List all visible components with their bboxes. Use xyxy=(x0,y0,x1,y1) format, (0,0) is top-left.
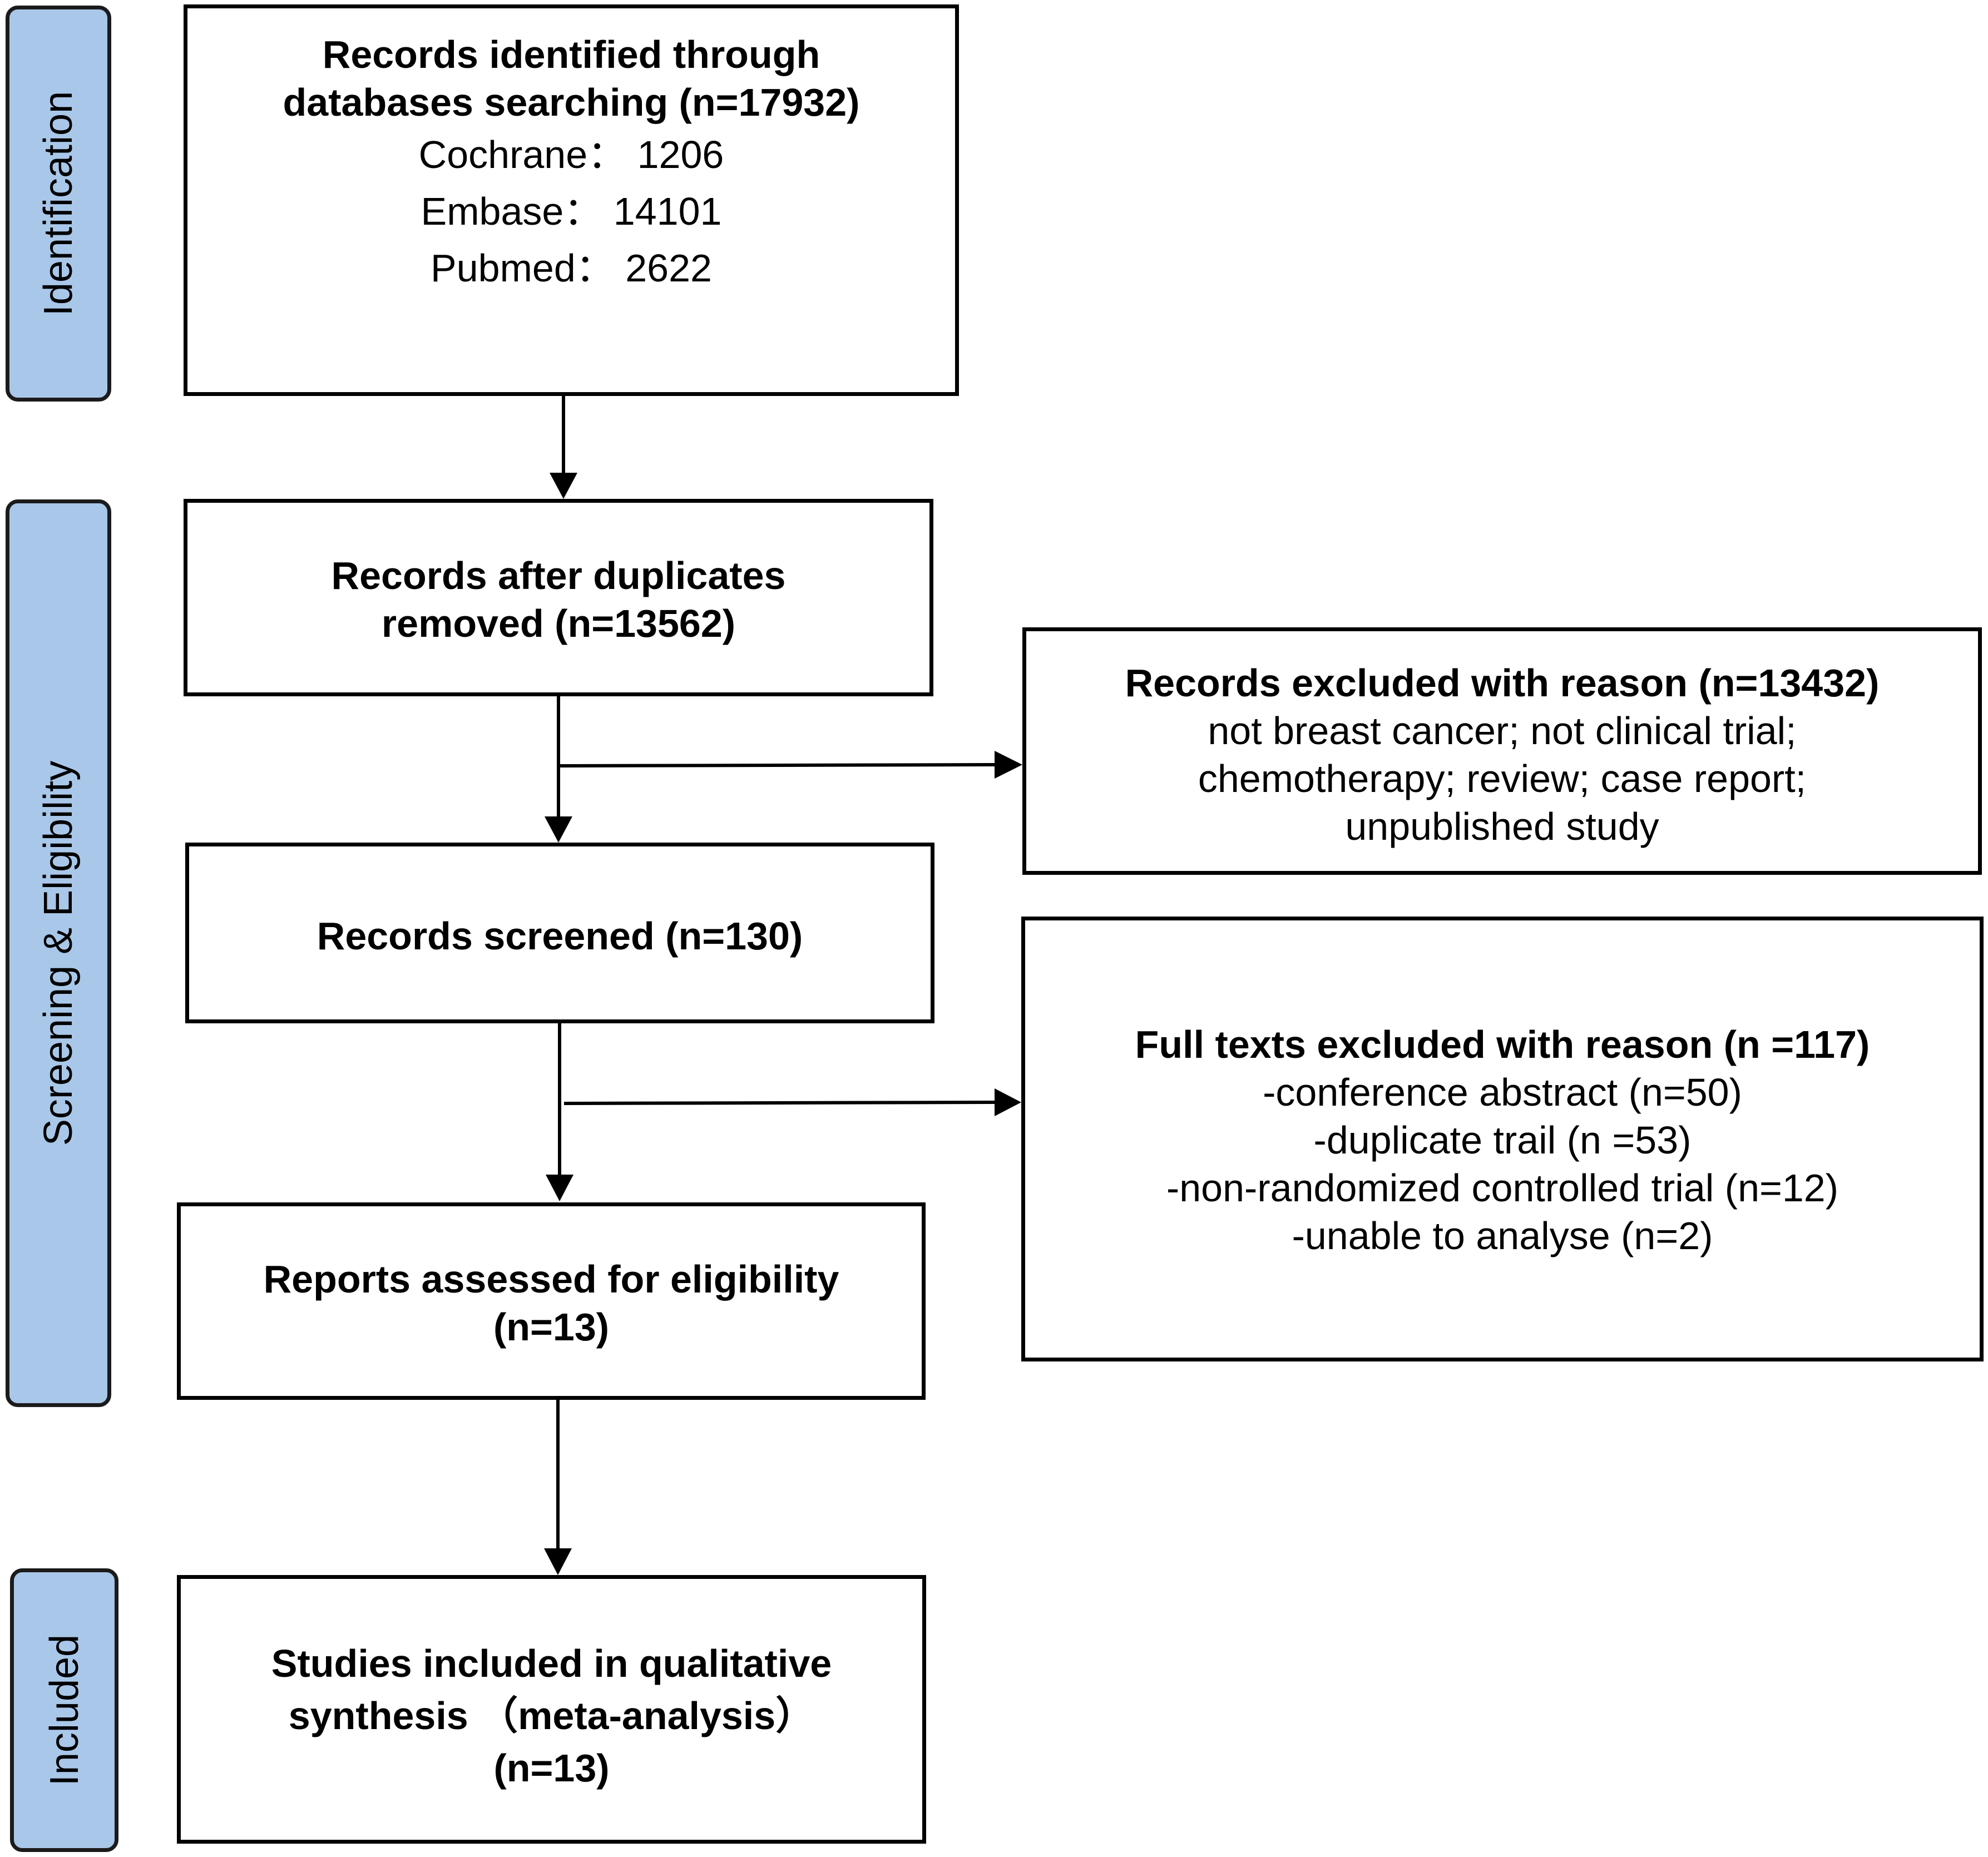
box-duplicates-removed: Records after duplicates removed (n=1356… xyxy=(184,499,933,696)
arrowhead xyxy=(995,751,1022,779)
box-fulltext-excluded: Full texts excluded with reason (n =117)… xyxy=(1021,917,1984,1361)
arrowhead xyxy=(550,473,577,499)
source-embase: Embase： 14101 xyxy=(421,190,722,233)
source-pubmed: Pubmed： 2622 xyxy=(431,246,712,290)
duplicates-line1: Records after duplicates xyxy=(331,554,786,597)
source-cochrane: Cochrane： 1206 xyxy=(418,133,724,176)
phase-screening-eligibility: Screening & Eligibility xyxy=(6,499,111,1407)
fulltext-reason-line: -duplicate trail (n =53) xyxy=(1313,1118,1692,1162)
screened-title: Records screened (n=130) xyxy=(317,914,803,958)
arrowhead xyxy=(545,816,572,843)
included-line2: synthesis （meta-analysis） xyxy=(288,1694,815,1737)
box-records-identified: Records identified through databases sea… xyxy=(184,4,959,396)
arrow-screened-to-fulltext-excluded xyxy=(563,1101,996,1105)
included-line1: Studies included in qualitative xyxy=(271,1642,832,1685)
box-records-excluded: Records excluded with reason (n=13432) n… xyxy=(1022,627,1982,875)
excluded-reason-line: chemotherapy; review; case report; xyxy=(1198,757,1807,800)
excluded-title: Records excluded with reason (n=13432) xyxy=(1125,661,1880,705)
box-eligibility: Reports assessed for eligibility (n=13) xyxy=(177,1202,926,1400)
excluded-reason-line: not breast cancer; not clinical trial; xyxy=(1208,709,1797,752)
excluded-reason-line: unpublished study xyxy=(1345,805,1659,848)
fulltext-reason-line: -unable to analyse (n=2) xyxy=(1292,1214,1713,1257)
arrowhead xyxy=(546,1175,573,1201)
duplicates-line2: removed (n=13562) xyxy=(381,602,736,645)
identified-title-line1: Records identified through xyxy=(322,33,820,76)
fulltext-excluded-title: Full texts excluded with reason (n =117) xyxy=(1135,1023,1870,1066)
phase-identification: Identification xyxy=(6,6,111,402)
eligibility-line2: (n=13) xyxy=(493,1305,610,1349)
phase-included: Included xyxy=(10,1568,118,1852)
box-studies-included: Studies included in qualitative synthesi… xyxy=(177,1575,926,1844)
identified-title-line2: databases searching (n=17932) xyxy=(283,81,860,124)
arrowhead xyxy=(995,1088,1021,1116)
box-records-screened: Records screened (n=130) xyxy=(185,843,934,1023)
fulltext-reason-line: -conference abstract (n=50) xyxy=(1263,1071,1742,1114)
eligibility-line1: Reports assessed for eligibility xyxy=(263,1257,839,1301)
included-line3: (n=13) xyxy=(493,1746,610,1790)
fulltext-reason-line: -non-randomized controlled trial (n=12) xyxy=(1166,1166,1839,1210)
arrow-duplicates-to-excluded xyxy=(558,763,996,767)
arrowhead xyxy=(544,1548,572,1575)
